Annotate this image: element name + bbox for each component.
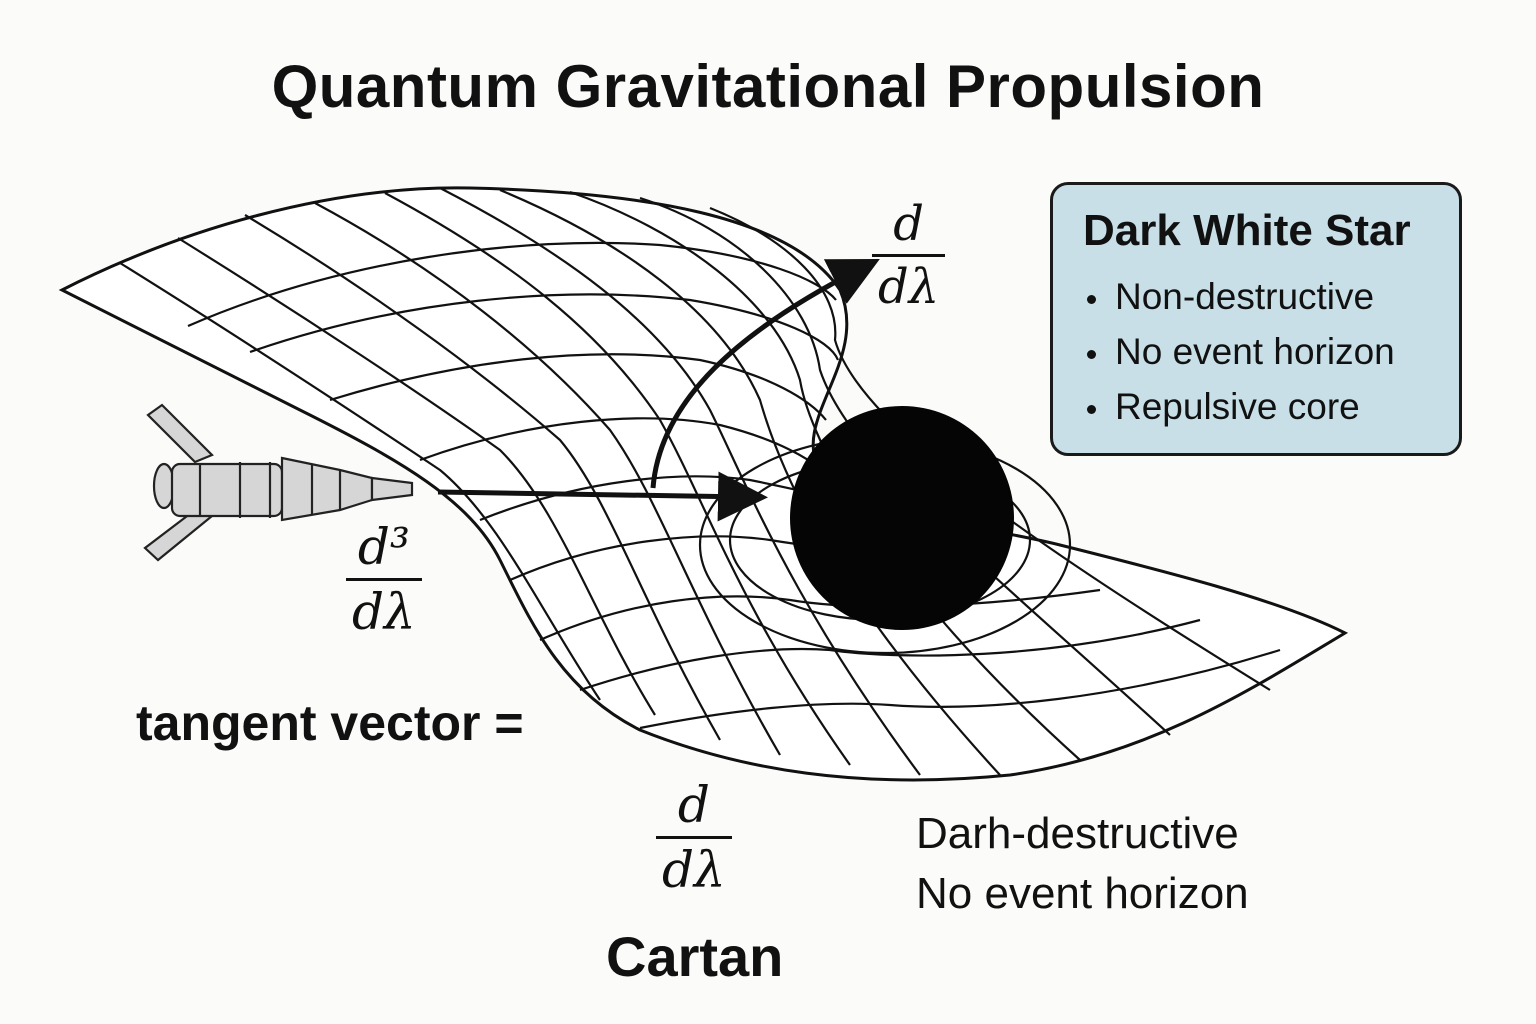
grid-outline [58, 186, 1349, 782]
info-box-bullet: Non-destructive [1083, 269, 1459, 324]
rocket-fin [146, 403, 214, 464]
grid-line [329, 353, 827, 421]
fraction-denominator: dλ [662, 841, 726, 899]
rocket-nose [280, 456, 374, 522]
black-star-icon [790, 406, 1014, 630]
grid-line [419, 417, 823, 471]
grid-line [119, 262, 601, 701]
derivative-fraction-bottom: d dλ [656, 780, 732, 895]
fraction-numerator: d³ [357, 518, 410, 576]
grid-line [177, 237, 656, 716]
info-box-heading: Dark White Star [1083, 206, 1411, 255]
grid-line [187, 241, 837, 328]
spacetime-grid [58, 186, 1349, 782]
grid-line [249, 293, 840, 361]
fraction-denominator: dλ [878, 259, 940, 315]
info-box-bullet: No event horizon [1083, 324, 1459, 379]
trajectory-arrow [437, 471, 768, 522]
info-box-bullet: Repulsive core [1083, 379, 1459, 434]
rocket-body [170, 462, 284, 518]
tangent-vector-label: tangent vector = [136, 695, 524, 751]
info-box: Dark White Star Non-destructive No event… [1050, 182, 1462, 456]
info-box-list: Non-destructive No event horizon Repulsi… [1083, 269, 1459, 434]
note-line: Darh-destructive [916, 809, 1239, 858]
fraction-bar [346, 578, 422, 581]
derivative-fraction-rocket: d³ dλ [346, 522, 422, 637]
deflected-arrow [650, 258, 880, 489]
cartan-label: Cartan [606, 925, 784, 988]
grid-line [709, 206, 1271, 691]
page-title: Quantum Gravitational Propulsion [271, 53, 1265, 120]
rocket-icon [143, 403, 414, 562]
rocket-tip [370, 476, 414, 502]
grid-line [244, 214, 721, 741]
note-line: No event horizon [916, 869, 1249, 918]
grid-line [314, 202, 781, 756]
fraction-denominator: dλ [352, 583, 416, 641]
derivative-fraction-top: d dλ [872, 196, 946, 315]
grid-line [539, 588, 1101, 642]
grid-line [639, 648, 1281, 730]
fraction-numerator: d [677, 776, 710, 834]
fraction-numerator: d [893, 196, 924, 252]
notes: Darh-destructive No event horizon [916, 804, 1249, 924]
fraction-bar [872, 254, 946, 257]
grid-line [439, 187, 921, 776]
grid-line [384, 192, 851, 766]
fraction-bar [656, 836, 732, 839]
grid-line [499, 188, 1001, 776]
grid-line [579, 618, 1201, 692]
rocket-fin [143, 508, 215, 562]
